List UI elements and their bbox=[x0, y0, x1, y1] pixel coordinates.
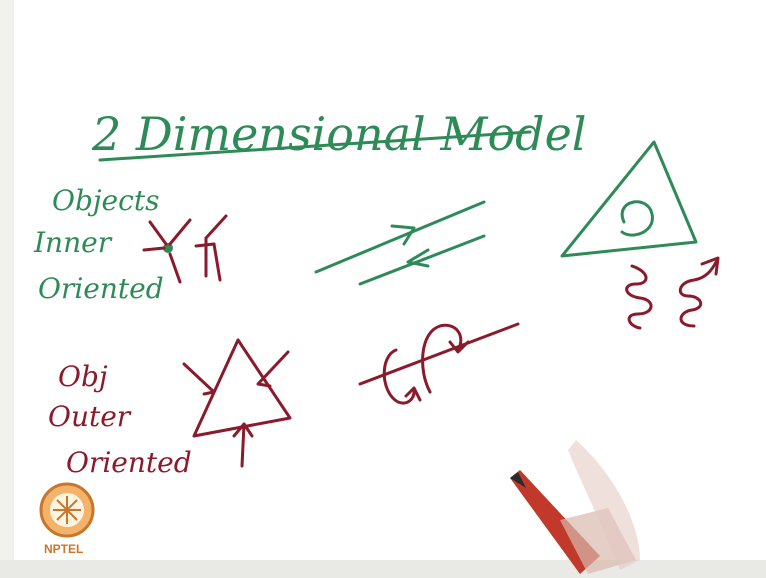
arrow-out-right bbox=[256, 350, 290, 388]
curl-left bbox=[382, 348, 416, 405]
nptel-logo bbox=[39, 482, 95, 538]
arrow-upper bbox=[390, 224, 416, 246]
label-oriented-1: Oriented bbox=[38, 272, 164, 305]
label-oriented-2: Oriented bbox=[66, 446, 192, 479]
left-edge bbox=[0, 0, 14, 578]
line-lower bbox=[358, 234, 486, 286]
spiral-2-head bbox=[700, 256, 720, 276]
pen bbox=[510, 440, 640, 574]
arrow-in-nw bbox=[148, 220, 168, 246]
arrow-out-left bbox=[182, 362, 216, 396]
title-underline bbox=[98, 130, 532, 162]
outer-triangle-diagram bbox=[182, 338, 292, 468]
arrow-in-ne bbox=[168, 218, 192, 246]
curl-right bbox=[421, 323, 463, 394]
center-dot bbox=[163, 243, 173, 253]
arrow-side-2 bbox=[212, 242, 222, 282]
inner-arrows-diagram bbox=[142, 214, 228, 284]
line-upper bbox=[314, 200, 486, 274]
bottom-edge bbox=[0, 560, 766, 578]
arrow-out-bottom bbox=[232, 422, 254, 468]
spiral-1 bbox=[625, 264, 653, 330]
curl-right-head bbox=[448, 340, 470, 354]
arrow-in-s bbox=[168, 252, 182, 284]
curl-left-head bbox=[404, 386, 422, 402]
label-objects: Objects bbox=[52, 184, 159, 217]
label-obj: Obj bbox=[58, 360, 108, 393]
twist-diagram bbox=[358, 322, 520, 405]
arrow-side-3 bbox=[194, 242, 216, 248]
label-inner: Inner bbox=[33, 226, 113, 259]
spiral-2 bbox=[678, 260, 718, 328]
nptel-logo-text: NPTEL bbox=[44, 542, 83, 556]
triangle-rotation-diagram bbox=[560, 140, 720, 330]
axis-line bbox=[358, 322, 520, 386]
arrow-in-w bbox=[142, 246, 166, 252]
arrow-side-1 bbox=[204, 214, 228, 278]
shear-diagram bbox=[314, 200, 486, 286]
triangle-green bbox=[560, 140, 698, 258]
rotation-arrow bbox=[620, 200, 654, 237]
arrow-lower bbox=[406, 248, 430, 268]
label-outer: Outer bbox=[48, 400, 132, 433]
